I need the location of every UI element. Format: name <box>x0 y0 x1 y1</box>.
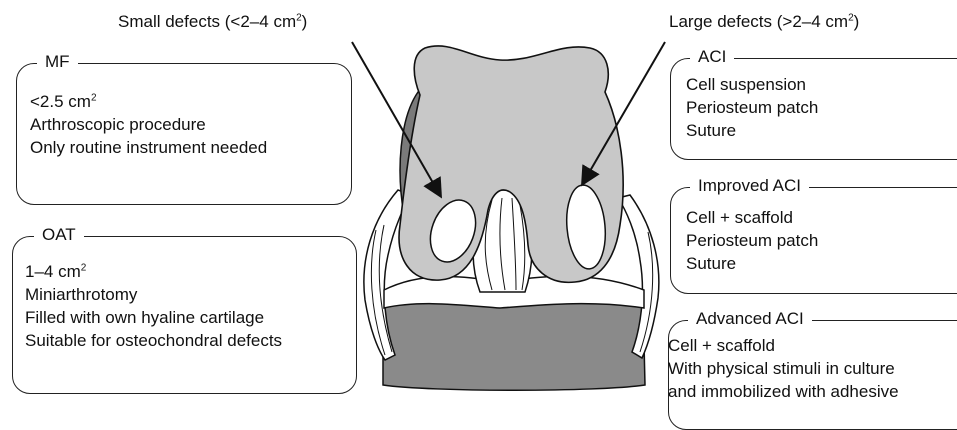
oat-suitability: Suitable for osteochondral defects <box>25 329 282 352</box>
advanced-aci-stimuli: With physical stimuli in culture <box>668 357 899 380</box>
oat-title: OAT <box>34 225 84 245</box>
improved-aci-suture: Suture <box>686 252 818 275</box>
mf-details: <2.5 cm2 Arthroscopic procedure Only rou… <box>30 90 267 159</box>
improved-aci-patch: Periosteum patch <box>686 229 818 252</box>
advanced-aci-title: Advanced ACI <box>688 309 812 329</box>
improved-aci-title: Improved ACI <box>690 176 809 196</box>
advanced-aci-details: Cell + scaffold With physical stimuli in… <box>668 334 899 403</box>
mf-procedure: Arthroscopic procedure <box>30 113 267 136</box>
aci-patch: Periosteum patch <box>686 96 818 119</box>
large-defects-header: Large defects (>2–4 cm2) <box>669 12 859 32</box>
advanced-aci-cells: Cell + scaffold <box>668 334 899 357</box>
aci-title: ACI <box>690 47 734 67</box>
improved-aci-cells: Cell + scaffold <box>686 206 818 229</box>
aci-suture: Suture <box>686 119 818 142</box>
mf-title: MF <box>37 52 78 72</box>
oat-details: 1–4 cm2 Miniarthrotomy Filled with own h… <box>25 260 282 352</box>
mf-instrument: Only routine instrument needed <box>30 136 267 159</box>
oat-size: 1–4 cm2 <box>25 260 282 283</box>
mf-size: <2.5 cm2 <box>30 90 267 113</box>
advanced-aci-adhesive: and immobilized with adhesive <box>668 380 899 403</box>
aci-cells: Cell suspension <box>686 73 818 96</box>
tibia <box>383 300 645 390</box>
small-defects-header: Small defects (<2–4 cm2) <box>118 12 307 32</box>
improved-aci-details: Cell + scaffold Periosteum patch Suture <box>686 206 818 275</box>
oat-procedure: Miniarthrotomy <box>25 283 282 306</box>
oat-fill: Filled with own hyaline cartilage <box>25 306 282 329</box>
aci-details: Cell suspension Periosteum patch Suture <box>686 73 818 142</box>
